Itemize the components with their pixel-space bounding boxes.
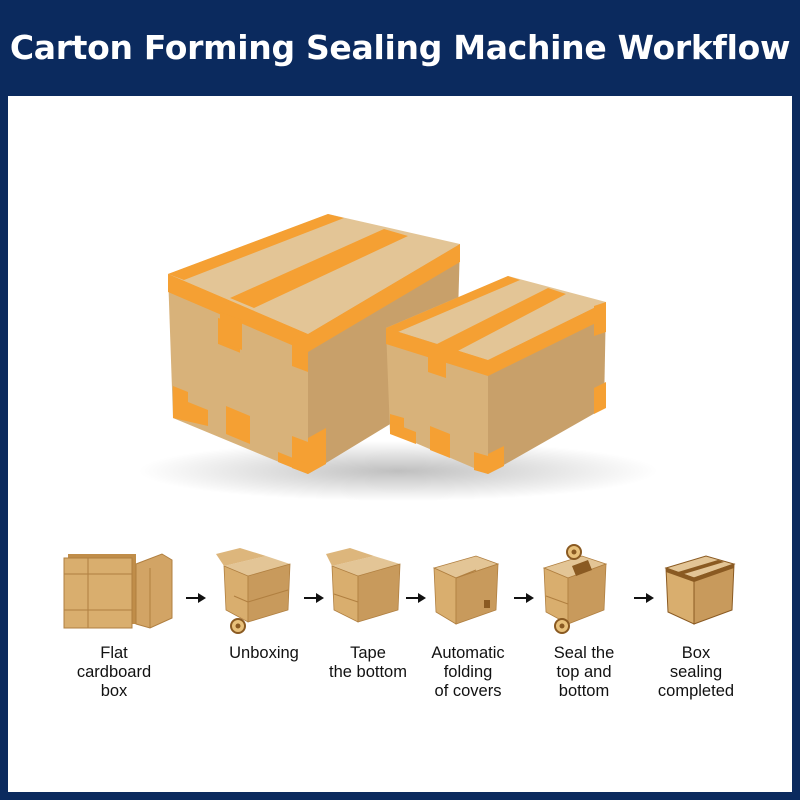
step-5-label: Seal the top and bottom [553,644,615,700]
page-title: Carton Forming Sealing Machine Workflow [9,27,791,67]
arrow-right-icon [634,593,654,603]
step-5: Seal the top and bottom [536,544,656,700]
step-3: Tape the bottom [320,544,440,681]
step-4: Automatic folding of covers [428,544,548,700]
sealed-box-icon [664,555,736,625]
unboxing-icon [216,548,291,634]
step-6: Box sealing completed [658,544,782,700]
step-1-label: Flat cardboard box [76,644,152,700]
arrow-right-icon [186,593,206,603]
title-bar: Carton Forming Sealing Machine Workflow [0,0,800,94]
arrow-right-icon [304,593,324,603]
small-box-icon [386,276,606,474]
flat-cardboard-icon [63,553,173,629]
tape-bottom-icon [326,548,401,623]
seal-top-bottom-icon [542,544,608,634]
step-4-label: Automatic folding of covers [431,644,505,700]
arrow-right-icon [406,593,426,603]
content-panel: Flat cardboard box [8,96,792,792]
process-steps: Flat cardboard box [8,544,792,794]
folding-covers-icon [432,555,500,625]
step-6-label: Box sealing completed [657,644,735,700]
sealed-boxes-illustration [138,214,658,501]
large-box-icon [168,214,460,474]
step-3-label: Tape the bottom [329,644,407,681]
step-2: Unboxing [204,544,324,662]
arrow-right-icon [514,593,534,603]
step-2-label: Unboxing [229,644,299,662]
step-1: Flat cardboard box [54,544,174,700]
